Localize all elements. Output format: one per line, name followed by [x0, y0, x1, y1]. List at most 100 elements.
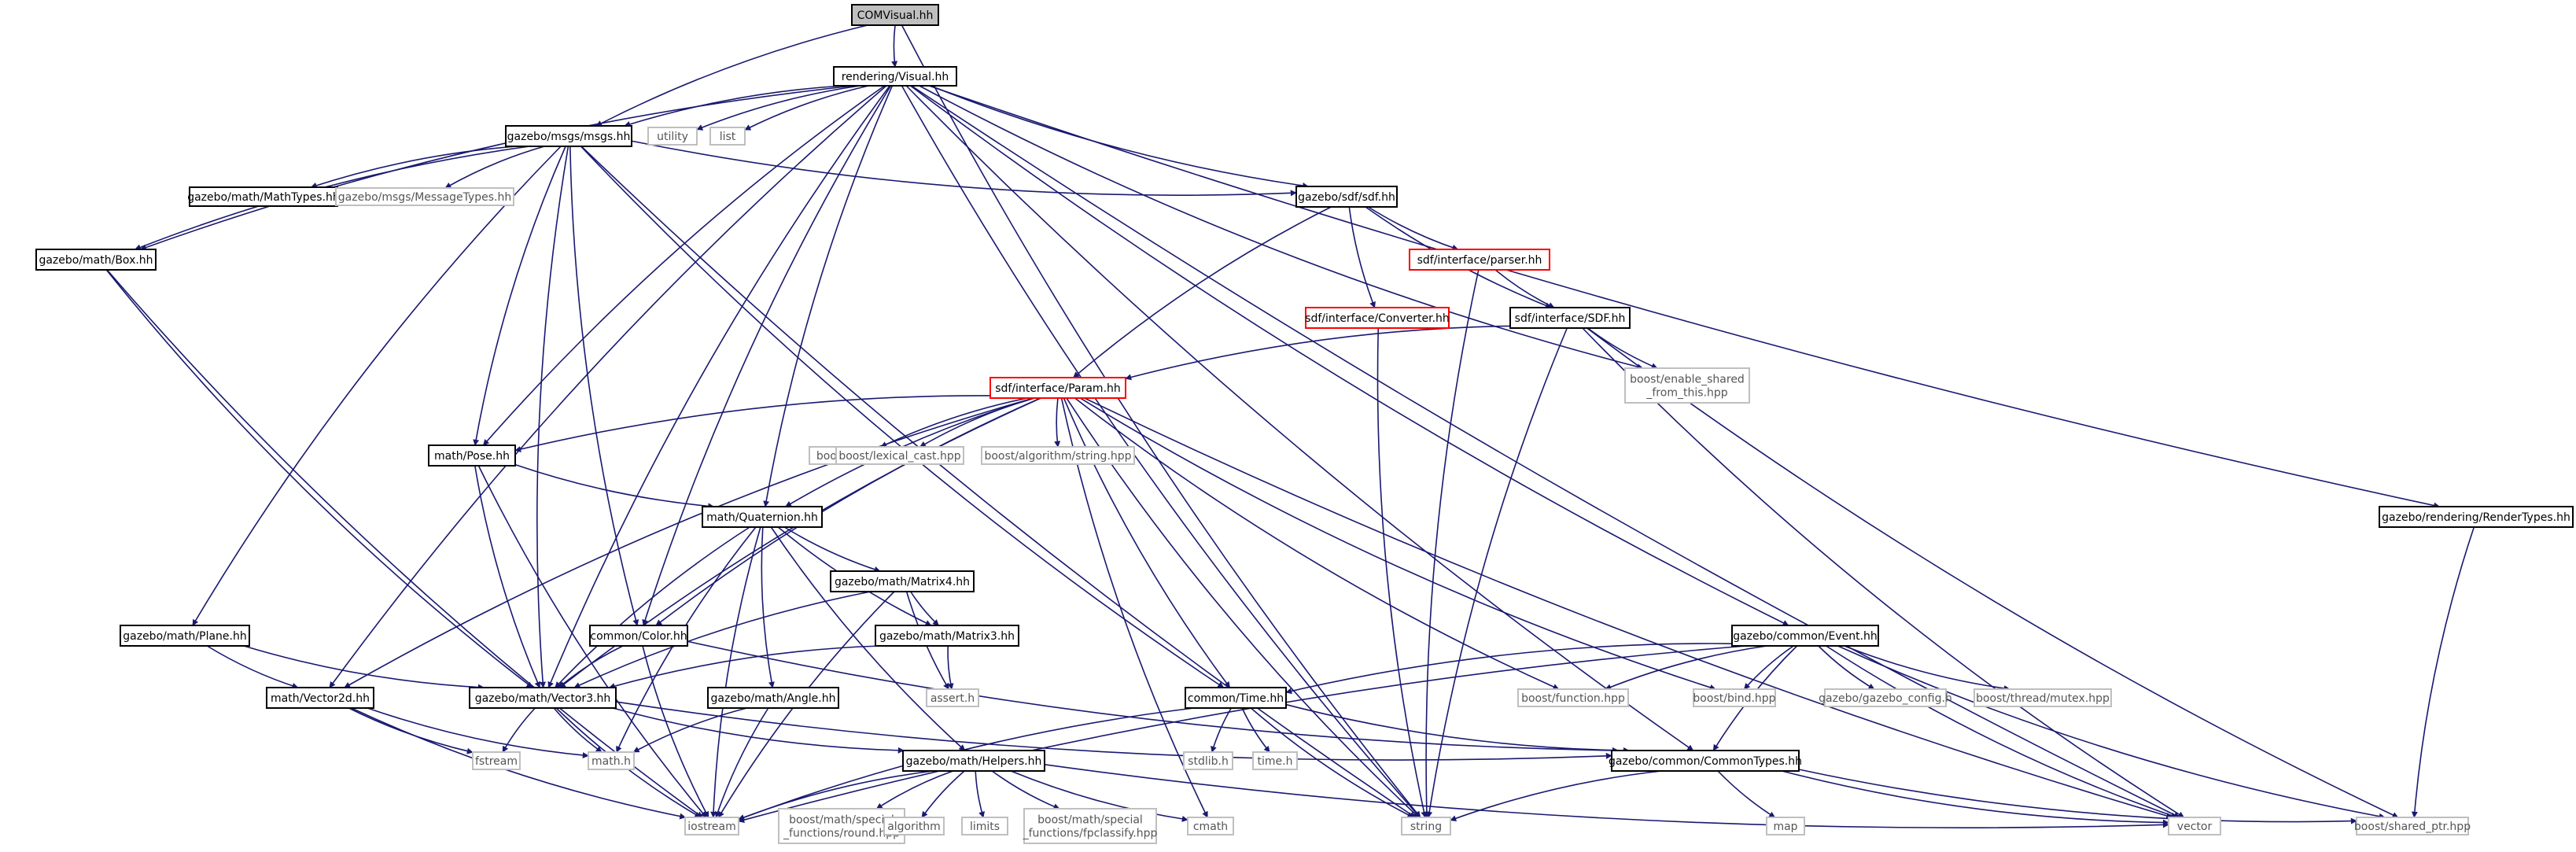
edge-parser-to-SDF: [1494, 269, 1555, 308]
node-Helpers[interactable]: gazebo/math/Helpers.hh: [902, 750, 1045, 772]
node-label-SDF: sdf/interface/SDF.hh: [1515, 312, 1626, 325]
edge-Visual-to-Vector3: [547, 85, 890, 688]
node-algorithm: algorithm: [883, 817, 945, 835]
node-label-iostream: iostream: [687, 821, 736, 833]
edge-msgs-to-Time: [580, 146, 1225, 688]
node-label-msgs: gazebo/msgs/msgs.hh: [507, 131, 631, 143]
node-label-Converter: sdf/interface/Converter.hh: [1305, 312, 1450, 325]
node-box-Visual: [833, 66, 957, 87]
node-label-function: boost/function.hpp: [1521, 692, 1625, 705]
node-box-COMVisual: [851, 4, 939, 26]
edge-Quaternion-to-Angle: [761, 526, 775, 688]
node-MathTypes[interactable]: gazebo/math/MathTypes.hh: [187, 186, 340, 207]
node-Vector3[interactable]: gazebo/math/Vector3.hh: [469, 687, 617, 709]
edge-Param-to-function: [1074, 397, 1560, 690]
edge-CommonTypes-to-vector: [1782, 770, 2169, 826]
node-label-Box: gazebo/math/Box.hh: [39, 254, 153, 267]
node-bind: boost/bind.hpp: [1693, 688, 1776, 707]
edge-SDF-to-vector: [1582, 327, 2185, 818]
edge-Helpers-to-algorithm: [921, 770, 965, 818]
edge-Param-to-lexical: [919, 397, 1034, 448]
node-box-string: [1401, 817, 1451, 835]
node-COMVisual[interactable]: COMVisual.hh: [851, 4, 939, 26]
node-box-stdlib: [1183, 751, 1233, 770]
node-box-Event: [1731, 625, 1879, 647]
node-label-list: list: [720, 131, 736, 143]
edge-Event-to-shared_ptr: [1837, 645, 2386, 820]
node-shared_ptr: boost/shared_ptr.hpp: [2354, 817, 2471, 835]
edge-Param-to-Color: [655, 397, 1041, 626]
node-Plane[interactable]: gazebo/math/Plane.hh: [120, 625, 250, 647]
node-RenderTypes[interactable]: gazebo/rendering/RenderTypes.hh: [2379, 506, 2574, 528]
edge-COMVisual-to-msgs: [595, 24, 868, 127]
node-label-enable_shared: _from_this.hpp: [1645, 387, 1727, 400]
node-string: string: [1401, 817, 1451, 835]
node-label-Vector3: gazebo/math/Vector3.hh: [475, 692, 611, 705]
node-label-round: _functions/round.hpp: [783, 828, 900, 840]
edge-Vector2d-to-iostream: [351, 707, 687, 820]
edge-Event-to-mutex: [1844, 645, 2010, 692]
node-Angle[interactable]: gazebo/math/Angle.hh: [707, 687, 839, 709]
edge-Param-to-vector: [1084, 397, 2173, 819]
edge-sdfhh-to-Param: [1073, 206, 1332, 378]
node-box-MathTypes: [189, 186, 338, 207]
node-box-function: [1517, 688, 1629, 707]
node-stdlib: stdlib.h: [1183, 751, 1233, 770]
node-list: list: [709, 127, 746, 146]
node-msgs[interactable]: gazebo/msgs/msgs.hh: [505, 125, 632, 147]
node-Time[interactable]: common/Time.hh: [1185, 687, 1287, 709]
edge-msgs-to-string: [580, 146, 1416, 818]
edge-Angle-to-iostream: [714, 707, 769, 818]
edge-Vector3-to-CommonTypes: [615, 701, 1612, 761]
edge-Time-to-CommonTypes: [1285, 703, 1630, 754]
edge-layer: [105, 24, 2475, 828]
node-sdfhh[interactable]: gazebo/sdf/sdf.hh: [1295, 186, 1398, 208]
node-enable_shared: boost/enable_shared_from_this.hpp: [1624, 367, 1750, 404]
node-label-Pose: math/Pose.hh: [434, 450, 510, 463]
edge-Visual-to-msgs: [624, 85, 844, 127]
node-label-fpclassify: _functions/fpclassify.hpp: [1023, 828, 1158, 840]
edge-Param-to-any: [880, 397, 1028, 448]
node-Matrix3[interactable]: gazebo/math/Matrix3.hh: [875, 625, 1019, 647]
node-Visual[interactable]: rendering/Visual.hh: [833, 66, 957, 87]
node-label-Angle: gazebo/math/Angle.hh: [711, 692, 836, 705]
edge-Helpers-to-limits: [975, 770, 985, 818]
node-Param[interactable]: sdf/interface/Param.hh: [989, 377, 1126, 399]
node-box-sdfhh: [1295, 186, 1398, 208]
node-label-CommonTypes: gazebo/common/CommonTypes.hh: [1609, 755, 1802, 768]
edge-Quaternion-to-Helpers: [770, 526, 966, 751]
node-box-MessageTypes: [335, 187, 514, 206]
edge-CommonTypes-to-string: [1450, 770, 1662, 822]
node-label-utility: utility: [657, 131, 688, 143]
node-label-string: string: [1410, 821, 1442, 833]
node-SDF[interactable]: sdf/interface/SDF.hh: [1509, 307, 1631, 329]
node-Pose[interactable]: math/Pose.hh: [428, 444, 516, 467]
node-box-utility: [647, 127, 698, 146]
node-Matrix4[interactable]: gazebo/math/Matrix4.hh: [830, 570, 975, 592]
edge-Visual-to-Event: [910, 85, 1789, 626]
edge-SDF-to-shared_ptr: [1587, 327, 2399, 818]
edge-Pose-to-iostream: [477, 465, 707, 818]
node-CommonTypes[interactable]: gazebo/common/CommonTypes.hh: [1609, 750, 1802, 772]
node-Color[interactable]: common/Color.hh: [589, 625, 688, 647]
node-box-cmath: [1187, 817, 1234, 835]
node-Box[interactable]: gazebo/math/Box.hh: [35, 249, 157, 271]
edge-Angle-to-mathh: [632, 707, 747, 753]
edge-Param-to-bind: [1079, 397, 1716, 691]
node-parser[interactable]: sdf/interface/parser.hh: [1409, 249, 1550, 271]
node-Converter[interactable]: sdf/interface/Converter.hh: [1305, 307, 1450, 329]
node-label-mathh: math.h: [591, 755, 631, 768]
node-Quaternion[interactable]: math/Quaternion.hh: [702, 506, 823, 528]
node-timeh: time.h: [1252, 751, 1298, 770]
node-Event[interactable]: gazebo/common/Event.hh: [1731, 625, 1879, 647]
node-box-vector: [2168, 817, 2221, 835]
node-fstream: fstream: [472, 751, 521, 770]
node-label-Param: sdf/interface/Param.hh: [995, 382, 1121, 395]
node-Vector2d[interactable]: math/Vector2d.hh: [266, 687, 374, 709]
node-label-MessageTypes: gazebo/msgs/MessageTypes.hh: [338, 191, 511, 204]
node-label-sdfhh: gazebo/sdf/sdf.hh: [1298, 191, 1395, 204]
node-algostring: boost/algorithm/string.hpp: [981, 446, 1135, 465]
edge-Quaternion-to-Matrix4: [783, 526, 881, 573]
edge-sdfhh-to-Converter: [1348, 206, 1376, 308]
